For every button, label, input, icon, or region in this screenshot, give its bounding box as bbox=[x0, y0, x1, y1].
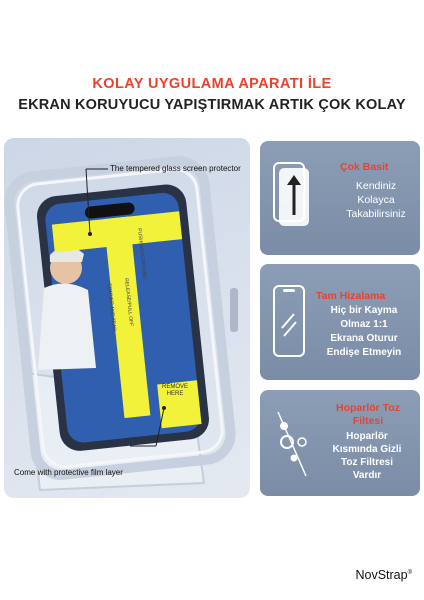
feature-panel-easy: Çok Basit Kendiniz Kolayca Takabilirsini… bbox=[260, 141, 420, 255]
panel-2-line-2: Olmaz 1:1 bbox=[340, 319, 388, 330]
panel-2-line-3: Ekrana Oturur bbox=[330, 333, 398, 344]
panel-3-line-2: Kısmında Gizli bbox=[332, 444, 402, 455]
phone-glass-align-icon bbox=[272, 284, 308, 365]
panel-2-line-1: Hiç bir Kayma bbox=[330, 305, 398, 316]
panel-3-line-3: Toz Filtresi bbox=[340, 457, 394, 468]
panel-1-title: Çok Basit bbox=[340, 161, 389, 173]
panel-1-line-3: Takabilirsiniz bbox=[346, 208, 406, 220]
headline-line-2: EKRAN KORUYUCU YAPIŞTIRMAK ARTIK ÇOK KOL… bbox=[18, 97, 406, 113]
panel-1-line-2: Kolayca bbox=[357, 194, 395, 206]
panel-2-title: Tam Hizalama bbox=[316, 290, 386, 302]
brand-name: NovStrap bbox=[355, 568, 408, 582]
phone-installation-illustration bbox=[4, 156, 238, 492]
panel-2-line-4: Endişe Etmeyin bbox=[326, 347, 402, 358]
brand-logo: NovStrap® bbox=[355, 568, 412, 582]
speaker-dust-filter-icon bbox=[272, 406, 312, 485]
feature-panel-dust-filter: Hoparlör Toz Filtesi Hoparlör Kısmında G… bbox=[260, 390, 420, 496]
brand-registered-mark: ® bbox=[407, 569, 412, 576]
sticker-text-remove: REMOVE HERE bbox=[161, 384, 188, 397]
panel-3-line-4: Vardır bbox=[352, 470, 382, 481]
panel-1-line-1: Kendiniz bbox=[355, 180, 397, 192]
feature-panel-alignment: Tam Hizalama Hiç bir Kayma Olmaz 1:1 Ekr… bbox=[260, 264, 420, 380]
callout-protective-film: Come with protective film layer bbox=[14, 468, 123, 477]
product-hero-image: The tempered glass screen protector Come… bbox=[4, 138, 250, 498]
panel-3-title: Hoparlör Toz Filtesi bbox=[336, 402, 400, 427]
callout-tempered-glass: The tempered glass screen protector bbox=[110, 164, 241, 173]
panel-3-line-1: Hoparlör bbox=[346, 431, 388, 442]
headline-line-1: KOLAY UYGULAMA APARATI İLE bbox=[92, 76, 332, 92]
phone-arrow-up-icon bbox=[272, 159, 312, 234]
